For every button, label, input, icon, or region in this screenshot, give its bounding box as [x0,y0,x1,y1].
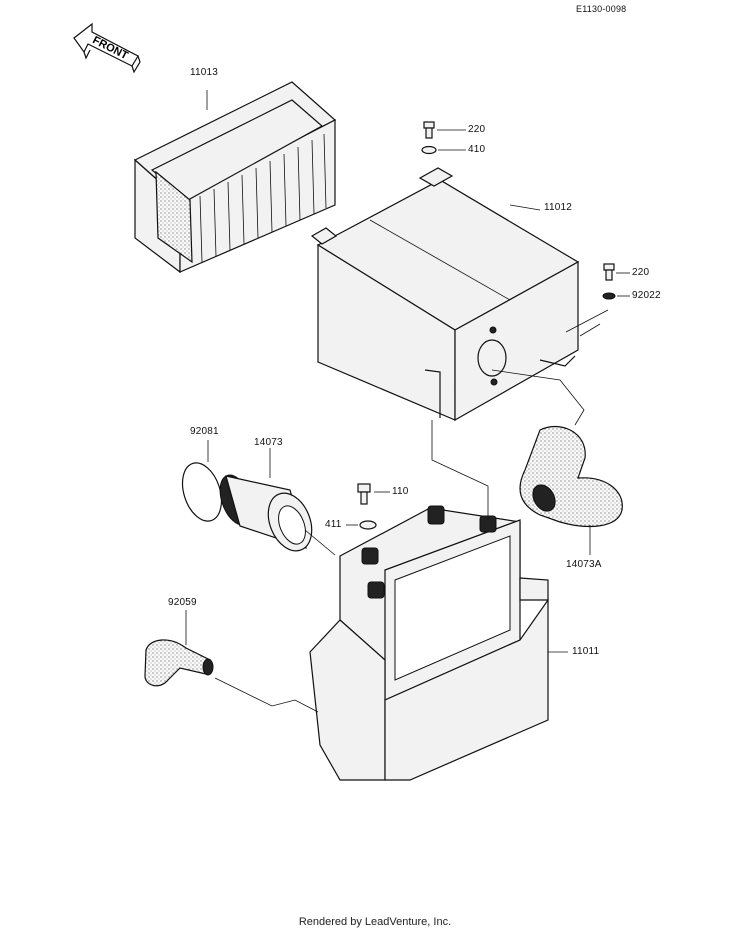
bolt-220-top-icon [423,121,466,139]
part-label-92059: 92059 [168,597,197,608]
footer-credit: Rendered by LeadVenture, Inc. [298,916,452,928]
guide-lines [214,323,601,713]
hose-14073a [519,425,623,555]
air-cleaner-cover [310,167,609,422]
part-label-220-top: 220 [468,124,486,135]
washer-410-icon [421,145,466,155]
bolt-110-icon [357,483,390,505]
air-cleaner-case [309,505,568,781]
part-label-14073a: 14073A [566,559,602,570]
part-label-220-right: 220 [632,267,650,278]
part-label-92081: 92081 [190,426,219,437]
air-filter-element [133,81,337,274]
o-ring-92081 [181,440,223,522]
part-label-11012: 11012 [544,202,573,213]
bolt-220-right-icon [603,263,630,281]
part-label-110: 110 [392,486,409,497]
part-label-411: 411 [325,519,342,530]
part-label-410: 410 [468,144,486,155]
washer-92022-icon [602,292,630,300]
duct-14073 [219,448,313,552]
part-label-11013: 11013 [190,67,219,78]
part-label-14073: 14073 [254,437,283,448]
diagram-id: E1130-0098 [576,4,627,14]
hose-92059 [144,610,214,687]
front-arrow-icon: FRONT [73,22,141,74]
washer-411-icon [346,520,377,530]
part-label-92022: 92022 [632,290,661,301]
part-label-11011: 11011 [572,646,600,657]
